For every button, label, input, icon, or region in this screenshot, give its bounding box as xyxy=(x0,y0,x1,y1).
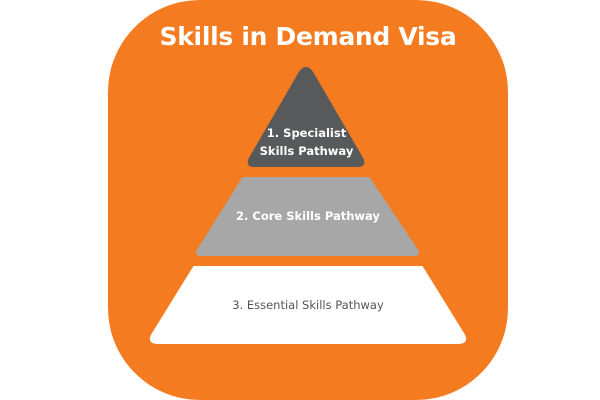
diagram-title: Skills in Demand Visa xyxy=(159,22,457,51)
tier-1-label: 1. Specialist Skills Pathway xyxy=(249,124,364,160)
tier-1-specialist-triangle xyxy=(247,67,365,167)
tier-1-label-line2: Skills Pathway xyxy=(259,144,354,158)
tier-2-core-trapezoid xyxy=(196,177,419,256)
tier-3-essential-trapezoid xyxy=(149,266,467,344)
tier-2-label: 2. Core Skills Pathway xyxy=(236,209,380,223)
tier-3-label: 3. Essential Skills Pathway xyxy=(232,298,384,312)
tier-1-label-line1: 1. Specialist xyxy=(266,126,347,140)
